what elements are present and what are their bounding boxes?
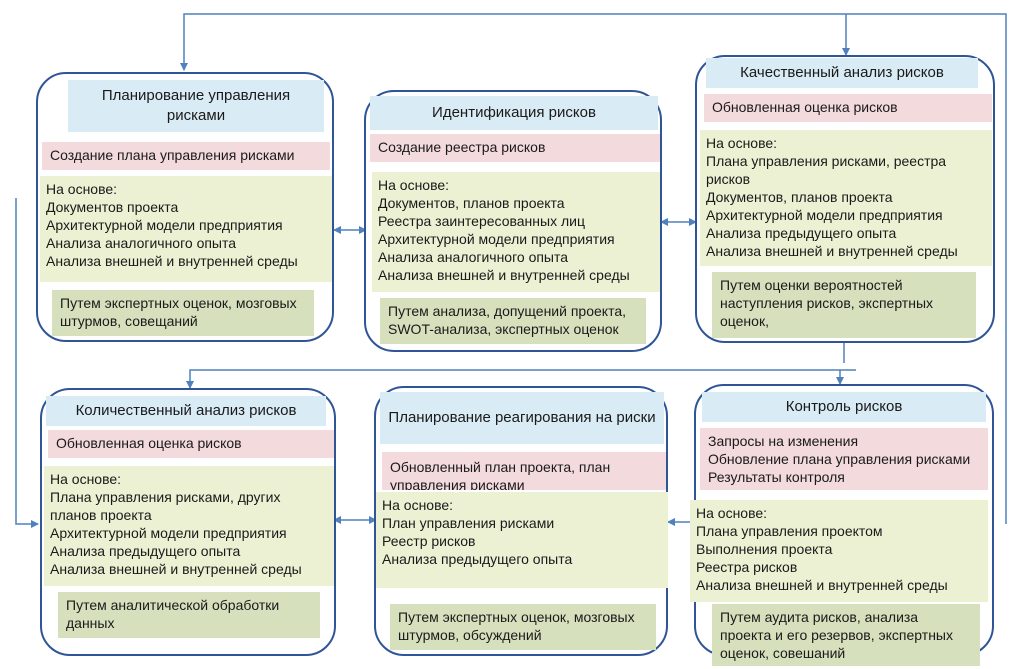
planning-output: Создание плана управления рисками <box>42 142 330 170</box>
control-basis: На основе: Плана управления проектом Вып… <box>690 500 988 602</box>
planning-basis: На основе: Документов проекта Архитектур… <box>40 176 332 282</box>
basis-line: Документов проекта <box>46 199 179 215</box>
basis-line: Анализа аналогичного опыта <box>46 235 237 251</box>
quantitative-output: Обновленная оценка рисков <box>48 430 334 458</box>
control-method: Путем аудита рисков, анализа проекта и е… <box>712 604 980 666</box>
basis-line: На основе: <box>46 181 118 197</box>
left-loop-arrow <box>15 198 39 528</box>
qualitative-title: Качественный анализ рисков <box>706 58 978 88</box>
identification-basis: На основе: Документов, планов проекта Ре… <box>372 172 660 292</box>
identification-title: Идентификация рисков <box>370 96 658 130</box>
quantitative-basis: На основе: Плана управления рисками, дру… <box>44 466 334 586</box>
planning-title: Планирование управления рисками <box>68 80 324 132</box>
qualitative-method: Путем оценки вероятностей наступления ри… <box>712 272 976 338</box>
qualitative-to-quantitative-arrow <box>186 369 856 389</box>
qualitative-basis: На основе: Плана управления рисками, рее… <box>700 130 992 266</box>
response-output: Обновленный план проекта, план управлени… <box>382 452 666 490</box>
response-basis: На основе: План управления рисками Реест… <box>376 492 668 588</box>
quantitative-method: Путем аналитической обработки данных <box>58 592 320 638</box>
control-output: Запросы на изменения Обновление плана уп… <box>700 428 988 490</box>
basis-line: Анализа внешней и внутренней среды <box>46 253 298 269</box>
response-title: Планирование реагирования на риски <box>380 392 664 444</box>
feedback-loop-top <box>180 13 1007 524</box>
control-title: Контроль рисков <box>702 392 986 422</box>
response-method: Путем экспертных оценок, мозговых штурмо… <box>390 604 656 650</box>
planning-method: Путем экспертных оценок, мозговых штурмо… <box>52 290 314 336</box>
quantitative-title: Количественный анализ рисков <box>46 396 326 426</box>
basis-line: Архитектурной модели предприятия <box>46 217 283 233</box>
identification-method: Путем анализа, допущений проекта, SWOT-а… <box>380 298 646 344</box>
qualitative-output: Обновленная оценка рисков <box>704 94 992 122</box>
identification-output: Создание реестра рисков <box>370 134 660 162</box>
